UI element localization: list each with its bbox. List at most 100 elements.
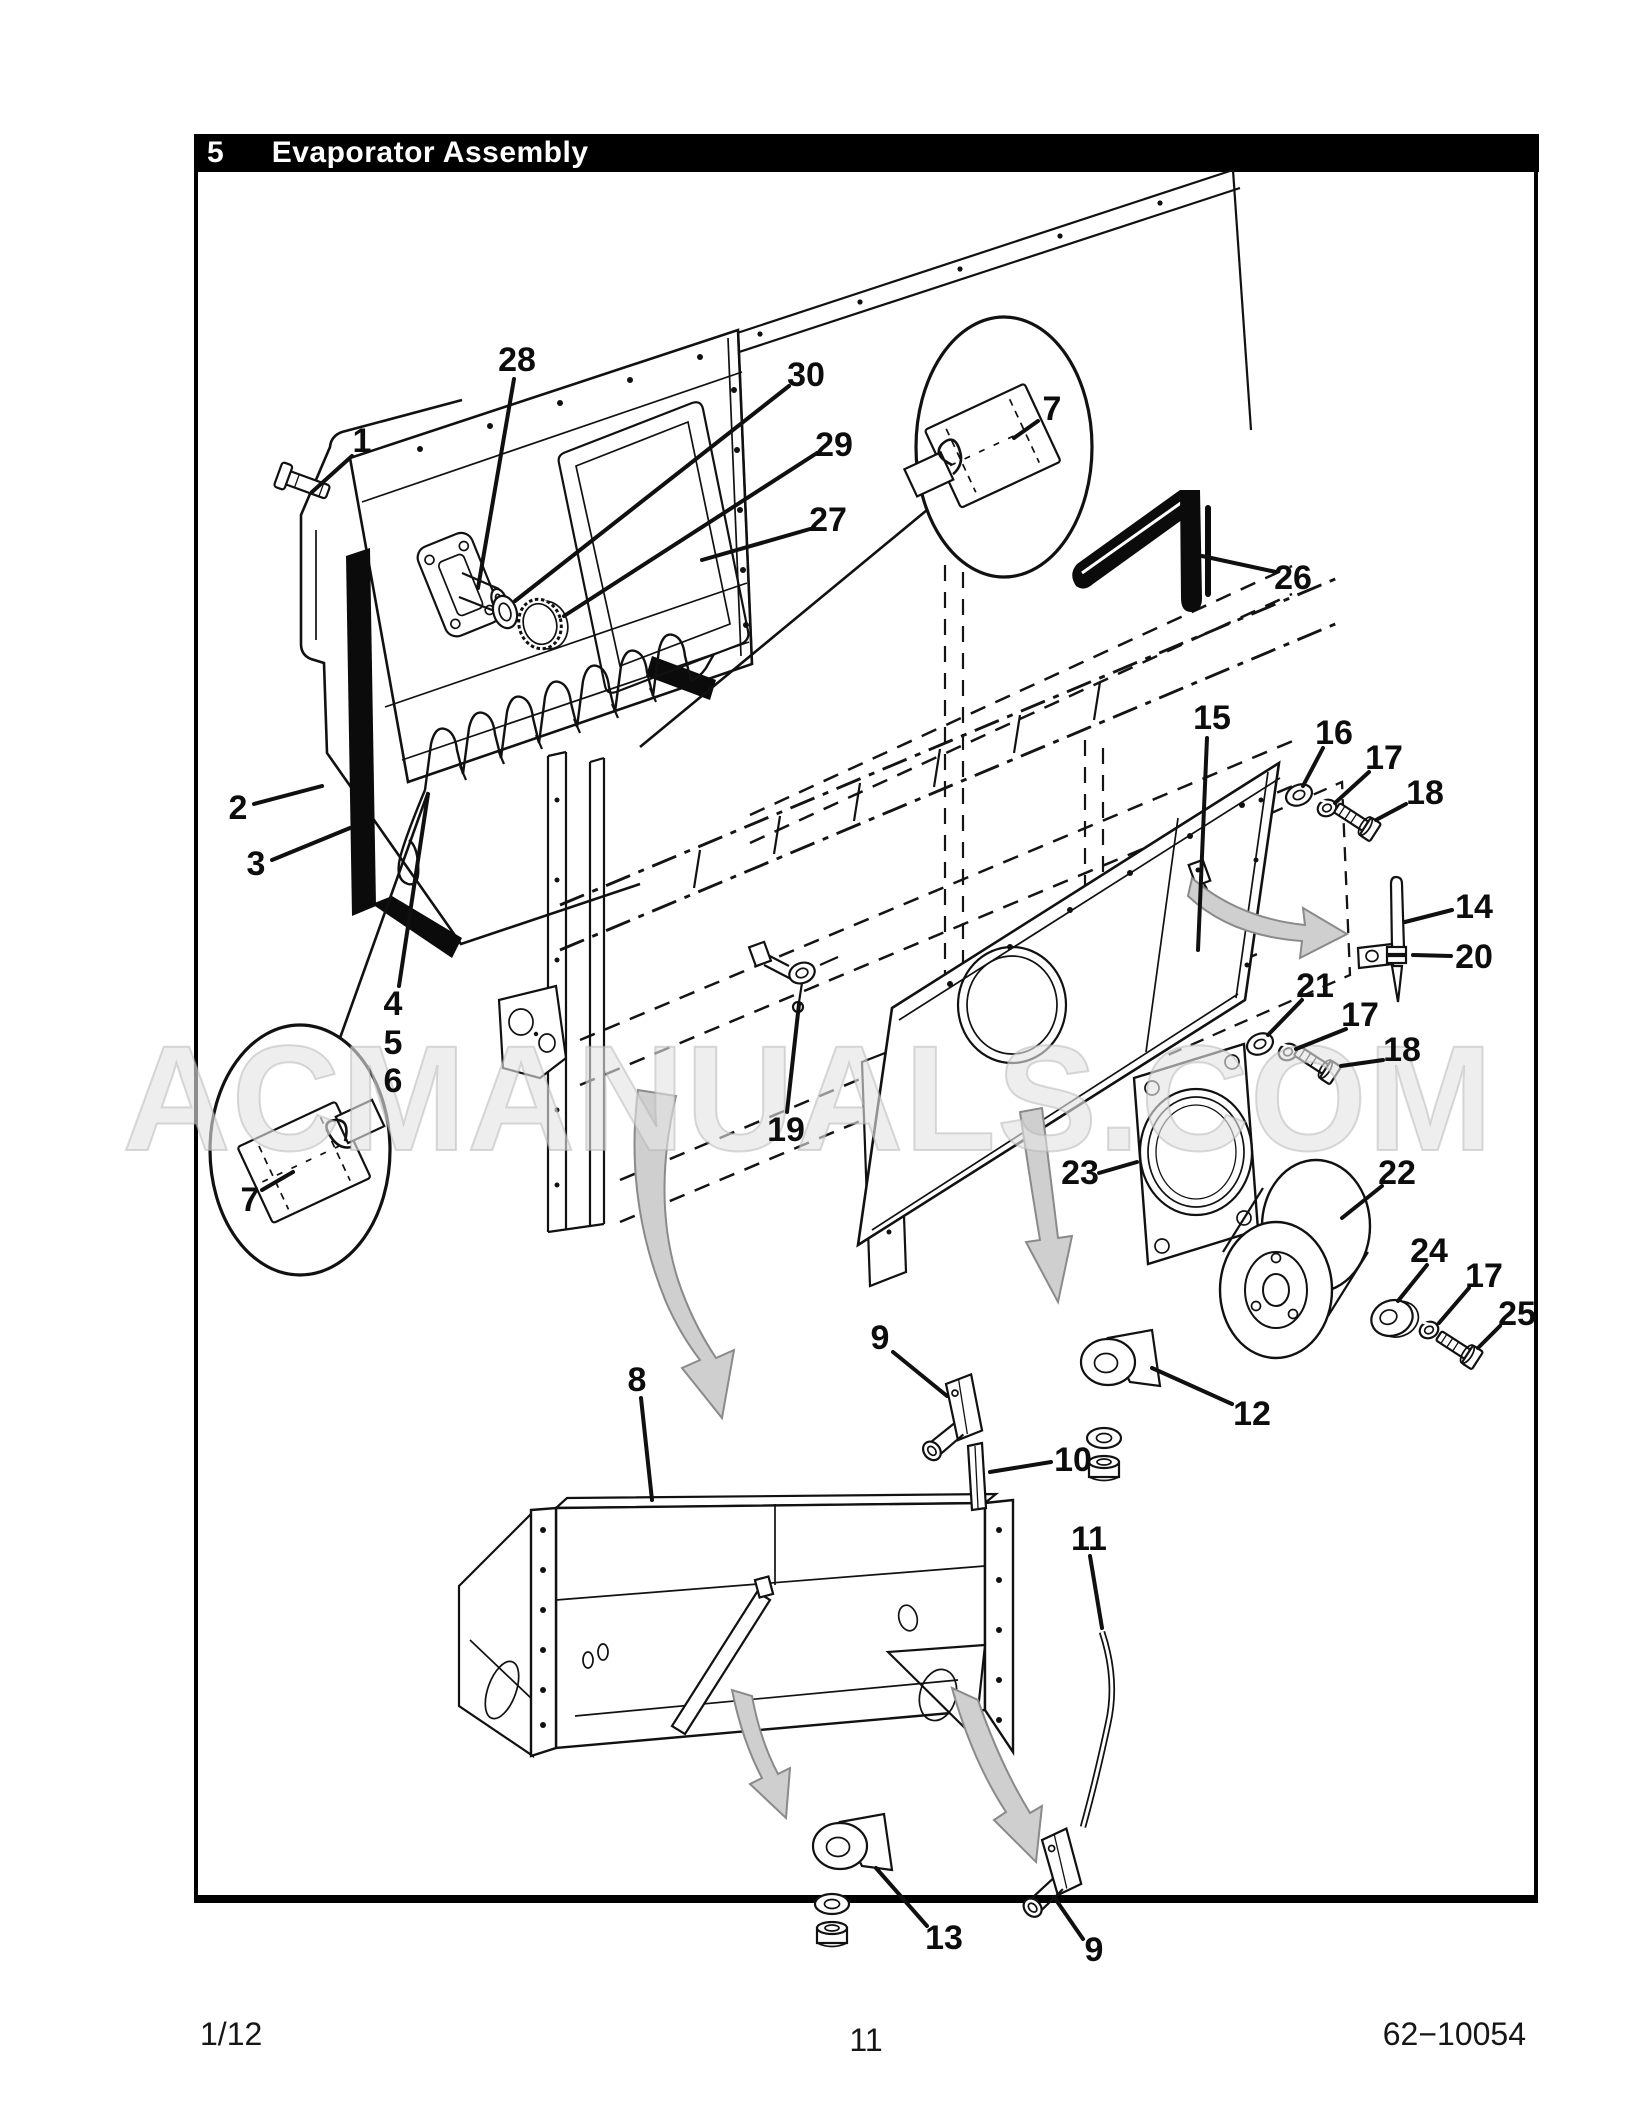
callout-19: 19	[767, 1111, 805, 1149]
motor-support-13	[811, 1812, 894, 1872]
callout-4: 4	[384, 985, 403, 1023]
footer-page-number: 11	[849, 2022, 883, 2058]
callout-10: 10	[1054, 1441, 1092, 1479]
fastener-bolt-25	[1432, 1325, 1485, 1371]
callout-leader-27	[700, 527, 812, 562]
callout-7: 7	[1043, 390, 1062, 428]
callout-13: 13	[925, 1919, 963, 1957]
callout-leader-22	[1340, 1184, 1384, 1220]
callout-leader-17	[1294, 1027, 1348, 1051]
callout-25: 25	[1498, 1295, 1536, 1333]
callout-28: 28	[498, 341, 536, 379]
blower-wheel-22	[1218, 1158, 1372, 1360]
callout-leader-19	[785, 1002, 801, 1114]
callout-15: 15	[1193, 699, 1231, 737]
callout-leader-26	[1200, 554, 1278, 574]
callout-leader-11	[1088, 1554, 1104, 1630]
probe-14	[1356, 875, 1408, 1003]
callout-16: 16	[1315, 714, 1353, 752]
door-seal-26	[1072, 490, 1211, 612]
callout-7: 7	[241, 1181, 260, 1219]
blower-panel-15	[856, 760, 1281, 1248]
callout-leader-9	[891, 1350, 949, 1398]
fastener-bolt-18a	[1330, 797, 1383, 843]
callout-leader-30	[513, 384, 791, 603]
callout-leader-23	[1097, 1160, 1139, 1175]
section-number: 5	[207, 136, 224, 169]
wire-rod-11	[1079, 1630, 1116, 1828]
callout-leader-10	[988, 1460, 1053, 1474]
callout-leader-16	[1301, 746, 1325, 788]
front-cover-panel	[348, 328, 754, 784]
recess-panel-27	[557, 401, 750, 694]
callout-leader-4	[397, 792, 430, 988]
callout-30: 30	[787, 356, 825, 394]
washer-nut-13	[813, 1892, 851, 1948]
footer-revision: 1/12	[200, 2016, 263, 2052]
callout-leader-2	[252, 784, 324, 806]
callout-3: 3	[247, 845, 266, 883]
callout-leader-25	[1476, 1324, 1502, 1350]
callout-17: 17	[1365, 739, 1403, 777]
grommet-ring-30	[491, 594, 519, 630]
callout-14: 14	[1455, 888, 1493, 926]
spacer-24	[1370, 1298, 1420, 1338]
washer-nut-12	[1085, 1426, 1123, 1482]
callout-leader-29	[562, 451, 819, 618]
callout-22: 22	[1378, 1154, 1416, 1192]
knurled-knob-29	[517, 597, 569, 651]
detail-bubble-top-7	[902, 315, 1094, 579]
callout-leader-18	[1339, 1058, 1385, 1068]
callout-leader-8	[639, 1396, 654, 1502]
callout-9: 9	[1085, 1931, 1104, 1969]
callout-leader-18	[1374, 802, 1408, 822]
callout-24: 24	[1410, 1232, 1448, 1270]
callout-leader-17	[1437, 1286, 1471, 1325]
callout-18: 18	[1383, 1031, 1421, 1069]
section-header-bar: 5 Evaporator Assembly	[194, 134, 1539, 172]
callout-leader-28	[476, 377, 516, 590]
callout-20: 20	[1455, 938, 1493, 976]
callout-leader-15	[1196, 736, 1209, 952]
detail-link-bottom	[338, 791, 430, 1039]
callout-leader-1	[310, 454, 354, 494]
footer-document-number: 62−10054	[1382, 2016, 1526, 2052]
callout-leader-12	[1150, 1366, 1234, 1406]
callout-1: 1	[353, 422, 372, 460]
callout-leader-7	[1012, 419, 1040, 440]
carriage-bolt-1	[273, 461, 331, 500]
callout-leader-9	[1052, 1895, 1085, 1941]
callout-17: 17	[1341, 996, 1379, 1034]
heater-housing-8	[457, 1492, 1015, 1759]
callout-18: 18	[1406, 774, 1444, 812]
callout-21: 21	[1296, 967, 1334, 1005]
callout-leader-13	[874, 1866, 929, 1928]
callout-17: 17	[1465, 1257, 1503, 1295]
watermark-text: ACMANUALS.COM	[122, 1014, 1493, 1182]
fastener-lockwasher-17a	[1312, 793, 1341, 821]
callout-26: 26	[1274, 559, 1312, 597]
callout-8: 8	[628, 1361, 647, 1399]
detail-link-top	[639, 508, 928, 749]
page-title: Evaporator Assembly	[271, 136, 589, 169]
retainer-strip-10	[966, 1441, 988, 1512]
callout-9: 9	[871, 1319, 890, 1357]
callout-11: 11	[1071, 1520, 1107, 1558]
edge-strips	[346, 548, 716, 958]
callout-12: 12	[1233, 1395, 1271, 1433]
callout-leader-20	[1411, 953, 1453, 958]
callout-5: 5	[384, 1024, 403, 1062]
callout-27: 27	[809, 501, 847, 539]
callout-29: 29	[815, 426, 853, 464]
callout-6: 6	[384, 1062, 403, 1100]
heater-terminal-19	[747, 940, 839, 1014]
callout-leader-17	[1333, 770, 1371, 805]
motor-support-12	[1079, 1328, 1162, 1388]
callout-leader-21	[1266, 998, 1304, 1037]
flow-arrows	[633, 876, 1350, 1865]
outer-panel-2	[299, 398, 641, 946]
detail-bubble-bottom-7	[208, 1023, 392, 1277]
callout-leader-14	[1403, 908, 1454, 924]
callout-2: 2	[229, 789, 248, 827]
